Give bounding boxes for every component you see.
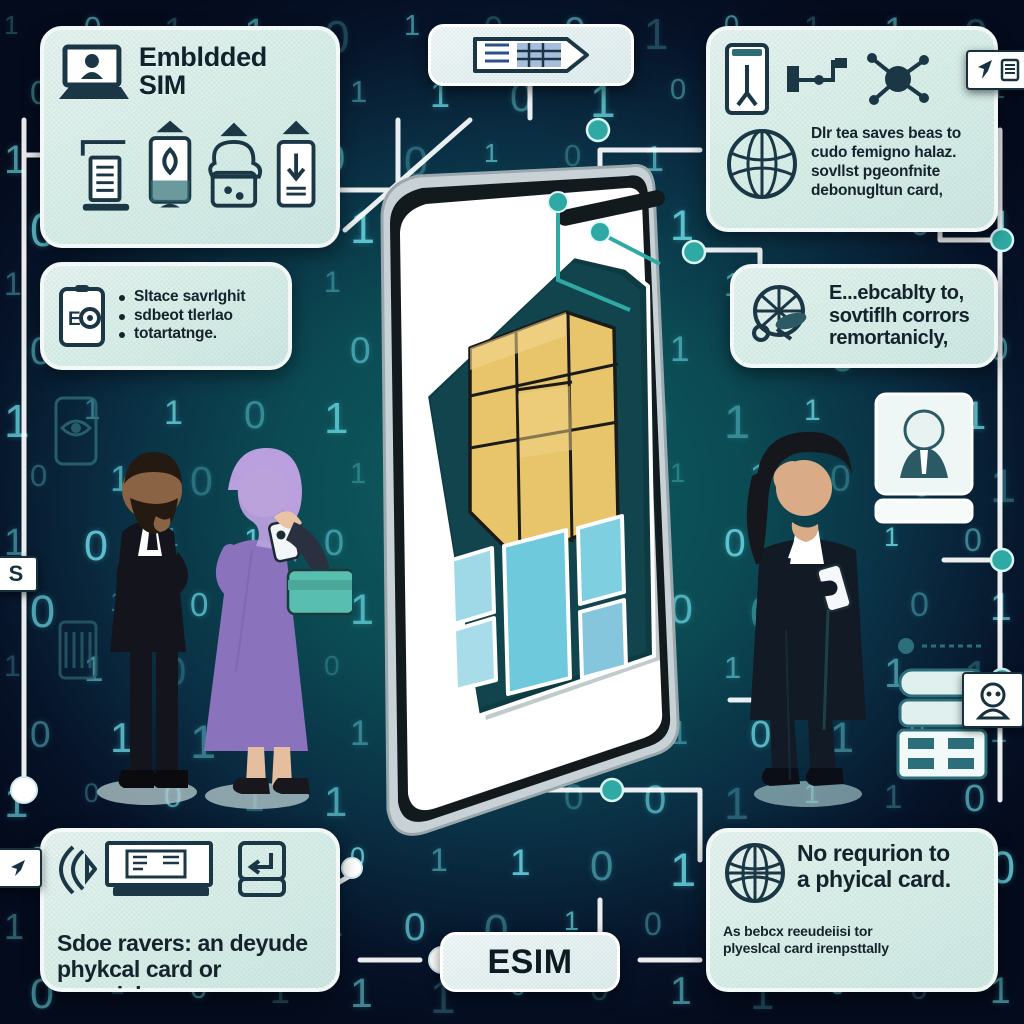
no-card-line-1: Sdoe ravers: an deyude — [57, 930, 308, 956]
cloud-sync-icon — [208, 122, 262, 208]
document-icon — [80, 140, 130, 211]
illustration-esim-chip-phone — [330, 160, 700, 860]
binary-digit: 1 — [4, 650, 21, 683]
tag-left-arrow[interactable] — [0, 848, 42, 888]
bullet-item-cont: sdbeot tlerlao — [119, 307, 245, 326]
tag-left-s-label: S — [8, 561, 24, 586]
no-card-line-2: phykcal card or compialy. — [57, 955, 222, 989]
space-savings-bullets: Sltace savrlghit sdbeot tlerlao totartat… — [119, 288, 246, 345]
panel-title: Embldded SIM — [138, 42, 267, 101]
binary-digit: 1 — [4, 138, 27, 182]
panel-no-requirement[interactable]: No requrion to a phyical card. As bebcx … — [706, 828, 998, 992]
binary-digit: 1 — [350, 970, 373, 1016]
badge-esim-label: ESIM — [487, 942, 573, 981]
smartphone-upload-icon — [148, 120, 192, 208]
device-download-icon — [276, 120, 316, 208]
desktop-monitor-icon — [105, 841, 213, 896]
badge-sim-chip[interactable] — [428, 24, 634, 86]
bullet-item: totartatnge. — [119, 325, 245, 344]
connector-icon — [787, 58, 847, 92]
sim-card-icon — [473, 37, 589, 73]
tag-left-s[interactable]: S — [0, 556, 38, 592]
tag-right-top[interactable] — [966, 50, 1024, 90]
binary-digit: 1 — [350, 74, 368, 109]
laptop-user-icon — [59, 44, 129, 99]
svg-text:E: E — [68, 309, 81, 330]
no-requirement-sub-1: As bebcx reeudeiisi tor — [723, 923, 873, 939]
binary-digit: 1 — [670, 970, 692, 1013]
badge-esim[interactable]: ESIM — [440, 932, 620, 992]
illustration-businesswoman — [746, 392, 988, 807]
binary-digit: 1 — [4, 266, 22, 302]
illustration-two-people — [54, 396, 352, 809]
binary-digit: 1 — [4, 906, 25, 947]
panel-switch-carriers[interactable]: E...ebcablty to, sovtiflh corrors remort… — [730, 264, 998, 368]
binary-digit: 1 — [4, 395, 30, 447]
globe-wire-icon — [727, 129, 797, 199]
no-requirement-sub-2: plyeslcal card irenpsttally — [723, 940, 889, 957]
smartphone-antenna-icon — [725, 43, 769, 115]
device-camera-icon: E — [59, 285, 105, 347]
binary-digit: 0 — [30, 714, 51, 755]
no-requirement-line-2: a phyical card. — [797, 865, 951, 892]
binary-digit: 0 — [30, 458, 48, 493]
bullet-item: Sltace savrlghit — [119, 288, 246, 307]
switch-line-1: E...ebcablty to, — [829, 282, 964, 305]
binary-digit: 1 — [4, 778, 29, 827]
global-data-line-3: sovllst pgeonfnite — [811, 162, 941, 180]
mobile-arrow-icon — [238, 841, 286, 897]
global-data-line-1: Dlr tea saves beas to — [811, 125, 962, 142]
binary-digit: 1 — [404, 10, 421, 42]
panel-space-savings[interactable]: E Sltace savrlghit sdbeot tlerlao totart… — [40, 262, 292, 370]
binary-digit: 1 — [644, 10, 669, 59]
binary-digit: 0 — [670, 74, 687, 106]
tag-right-bottom[interactable] — [962, 672, 1024, 728]
binary-digit: 1 — [4, 10, 19, 40]
wifi-signal-icon — [59, 845, 97, 895]
global-data-line-4: debonugltun card, — [811, 181, 943, 199]
globe-grid-icon — [725, 843, 785, 903]
globe-satellite-icon — [752, 285, 807, 342]
panel-global-data[interactable]: Dlr tea saves beas to cudo femigno halaz… — [706, 26, 998, 232]
cursor-icon — [11, 860, 25, 876]
cursor-list-icon — [978, 58, 1020, 82]
network-node-icon — [867, 53, 929, 105]
binary-digit: 0 — [644, 906, 662, 942]
panel-embedded-sim[interactable]: Embldded SIM — [40, 26, 340, 248]
switch-line-3: remortanicly, — [829, 327, 948, 350]
binary-digit: 0 — [404, 906, 426, 949]
switch-line-2: sovtiflh corrors — [829, 304, 970, 327]
global-data-line-2: cudo femigno halaz. — [811, 143, 957, 161]
user-face-icon — [975, 682, 1011, 720]
panel-no-physical-card[interactable]: Sdoe ravers: an deyude phykcal card or c… — [40, 828, 340, 992]
no-requirement-line-1: No requrion to — [797, 840, 950, 866]
